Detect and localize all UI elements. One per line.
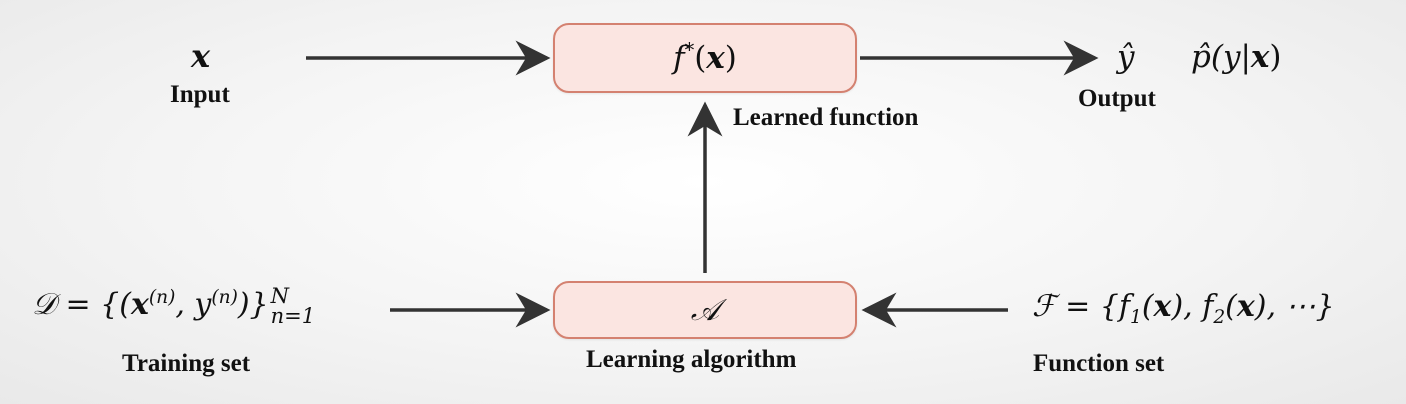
output-yhat: ŷ xyxy=(1117,39,1135,75)
learning-algorithm-box: 𝒜 xyxy=(553,281,857,339)
input-symbol: x xyxy=(191,37,211,75)
learning-algorithm-label: Learning algorithm xyxy=(586,346,797,373)
training-set-label: Training set xyxy=(122,350,251,377)
learned-function-formula: f*(x) xyxy=(673,38,737,76)
learned-function-label: Learned function xyxy=(733,104,919,131)
learned-function-box: f*(x) xyxy=(553,23,857,93)
output-label: Output xyxy=(1078,85,1156,112)
function-set-formula: ℱ = {f1(x), f2(x), ⋯} xyxy=(1032,289,1335,328)
learning-algorithm-symbol: 𝒜 xyxy=(690,292,720,328)
function-set-label: Function set xyxy=(1033,350,1165,377)
output-probability: p̂(y|x) xyxy=(1191,39,1282,75)
input-label: Input xyxy=(170,81,230,108)
